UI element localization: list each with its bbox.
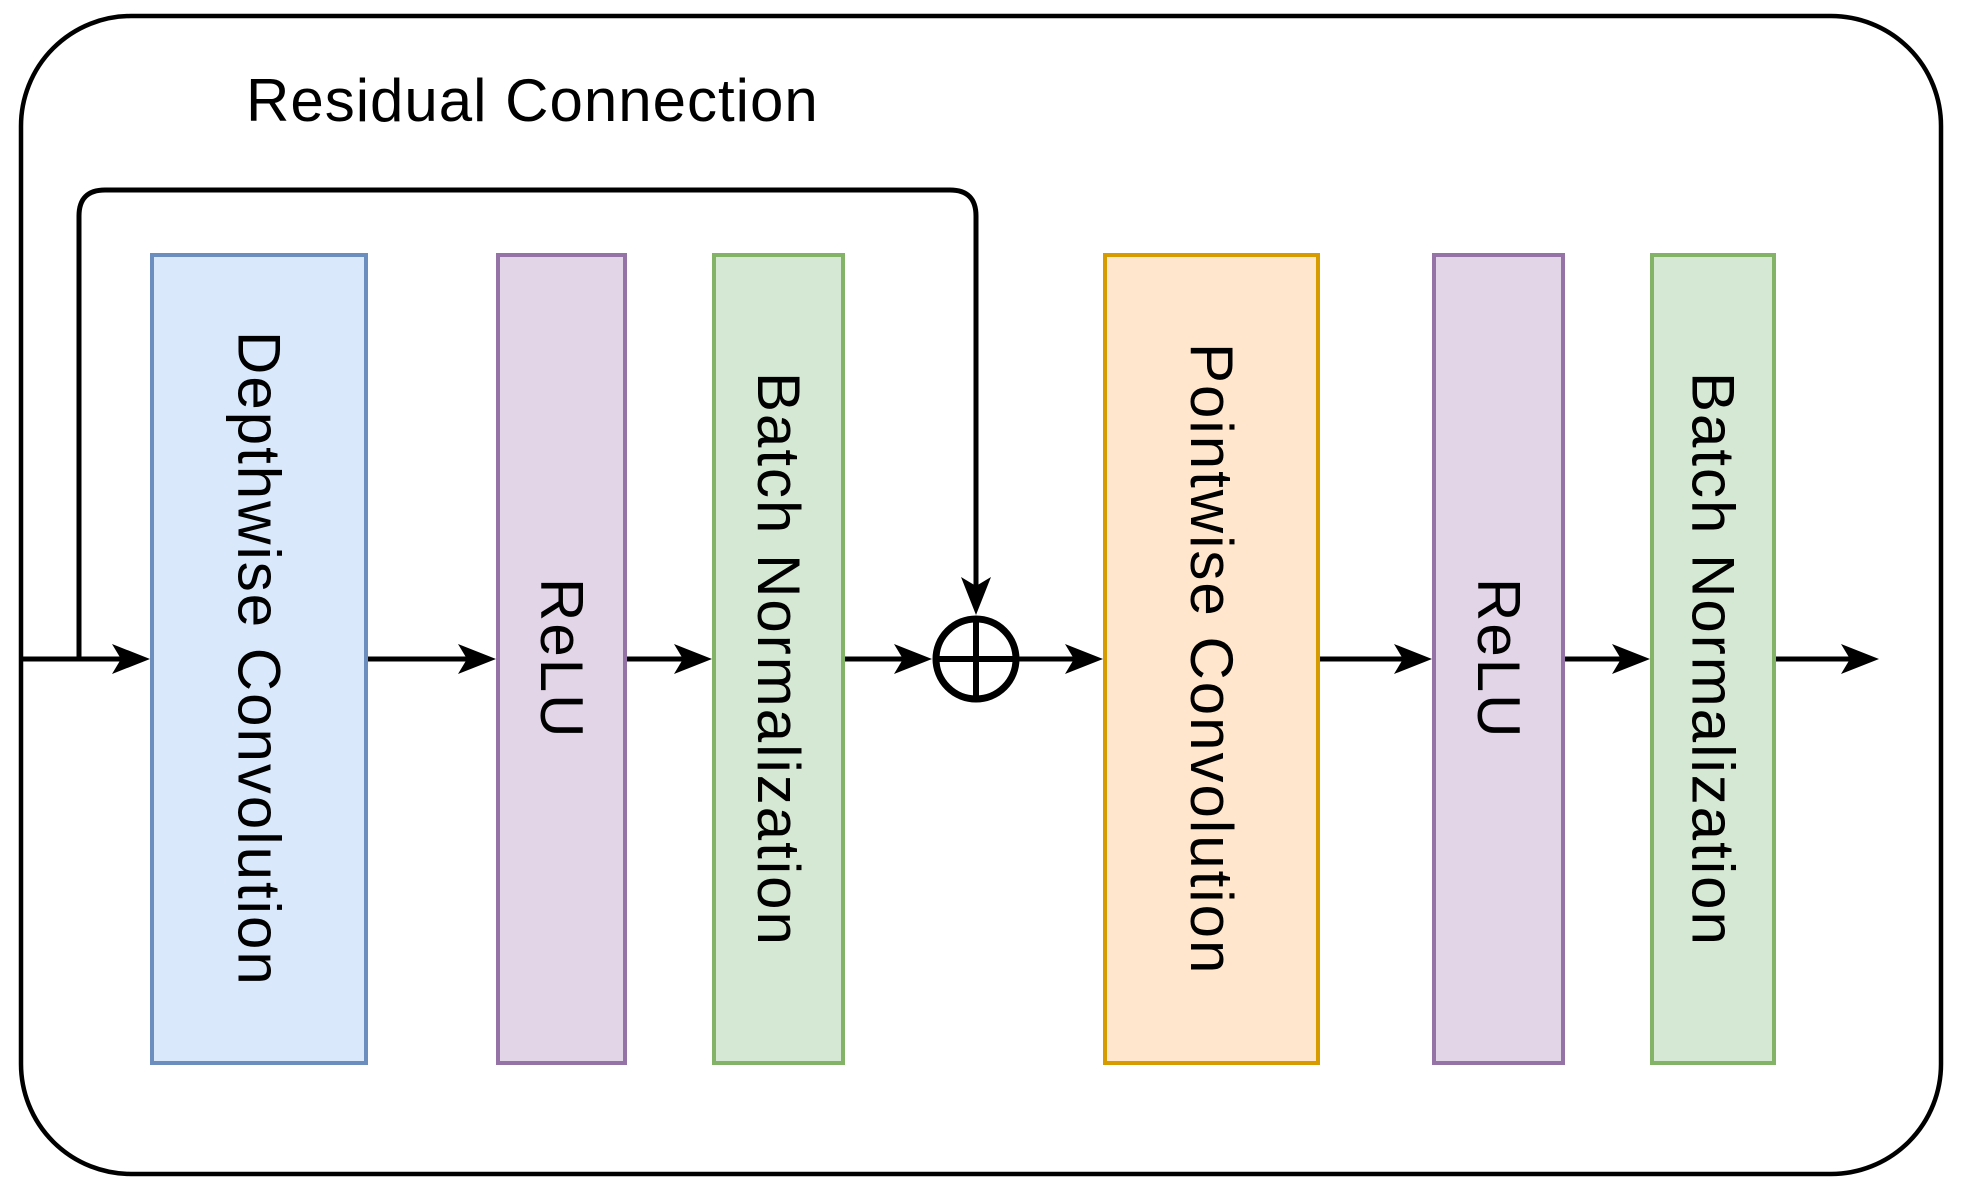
block-relu-1: ReLU [496, 253, 627, 1065]
flow-arrowheads [112, 644, 1879, 674]
block-relu-2: ReLU [1432, 253, 1565, 1065]
residual-arrowhead-icon [961, 577, 991, 615]
block-label: Batch Normalization [745, 371, 812, 947]
diagram-title: Residual Connection [246, 67, 819, 134]
block-label: ReLU [1465, 578, 1532, 740]
block-batch-normalization-1: Batch Normalization [712, 253, 845, 1065]
block-pointwise-convolution: Pointwise Convolution [1103, 253, 1320, 1065]
block-label: Batch Normalization [1679, 371, 1747, 947]
residual-connection-line [76, 187, 979, 659]
block-label: Pointwise Convolution [1178, 342, 1245, 976]
block-depthwise-convolution: Depthwise Convolution [150, 253, 368, 1065]
add-operator-node [932, 615, 1020, 703]
outer-boundary-box [18, 13, 1944, 1177]
block-label: Depthwise Convolution [225, 331, 293, 987]
block-label: ReLU [528, 578, 595, 740]
block-batch-normalization-2: Batch Normalization [1650, 253, 1776, 1065]
